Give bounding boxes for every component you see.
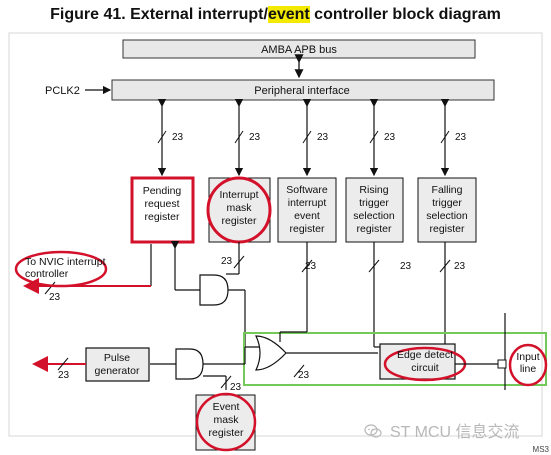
event-mask-highlight — [195, 392, 257, 452]
interrupt-mask-bus-slash — [234, 130, 244, 144]
edge-output-width: 23 — [298, 370, 310, 381]
mask-line-width: 23 — [221, 256, 233, 267]
falling-trigger-selection-register — [417, 177, 477, 243]
software-output-width: 23 — [305, 261, 317, 272]
falling-trigger-bus-width: 23 — [455, 132, 467, 143]
rising-trigger-bus-slash — [369, 130, 379, 144]
nvic-output-width: 23 — [49, 292, 61, 303]
falling-output-slash — [439, 259, 451, 273]
mask-line-slash — [233, 255, 245, 269]
figure-title-highlight: event — [267, 6, 310, 23]
watermark-text: ST MCU 信息交流 — [390, 424, 520, 441]
amba-bus-label: AMBA APB bus — [261, 44, 337, 56]
edge-output-slash — [293, 364, 305, 378]
edge-or-gate — [255, 335, 287, 371]
event-and-gate — [175, 348, 204, 380]
event-mask-width: 23 — [230, 382, 242, 393]
figure-title: Figure 41. External interrupt/event cont… — [0, 0, 551, 30]
figure-title-prefix: Figure 41. External interrupt/ — [50, 6, 268, 23]
software-interrupt-event-register — [277, 177, 337, 243]
peripheral-interface-label: Peripheral interface — [254, 85, 349, 97]
pending-bus-width: 23 — [172, 132, 184, 143]
figure-code: MS3 — [532, 445, 549, 454]
software-output-slash — [301, 259, 313, 273]
nvic-controller-highlight — [14, 250, 108, 288]
falling-output-width: 23 — [454, 261, 466, 272]
pulse-generator — [85, 347, 150, 382]
software-event-bus-width: 23 — [317, 132, 329, 143]
interrupt-and-gate — [199, 274, 229, 306]
rising-trigger-bus-width: 23 — [384, 132, 396, 143]
pulse-output-width: 23 — [58, 370, 70, 381]
pclk2-label: PCLK2 — [45, 85, 80, 97]
st-mcu-watermark: ST MCU 信息交流 — [364, 418, 520, 442]
pulse-output-slash — [57, 357, 69, 371]
figure-title-suffix: controller block diagram — [309, 6, 501, 23]
pending-request-register — [130, 176, 195, 244]
rising-output-slash — [368, 259, 380, 273]
rising-output-width: 23 — [400, 261, 412, 272]
falling-trigger-bus-slash — [440, 130, 450, 144]
input-line-highlight — [508, 343, 548, 387]
nvic-output-slash — [44, 281, 56, 295]
pending-bus-slash — [157, 130, 167, 144]
event-mask-slash — [220, 375, 232, 389]
watermark-chat-icon — [364, 424, 382, 438]
software-event-bus-slash — [302, 130, 312, 144]
rising-trigger-selection-register — [345, 177, 404, 243]
input-line-pin — [497, 359, 507, 369]
interrupt-mask-bus-width: 23 — [249, 132, 261, 143]
